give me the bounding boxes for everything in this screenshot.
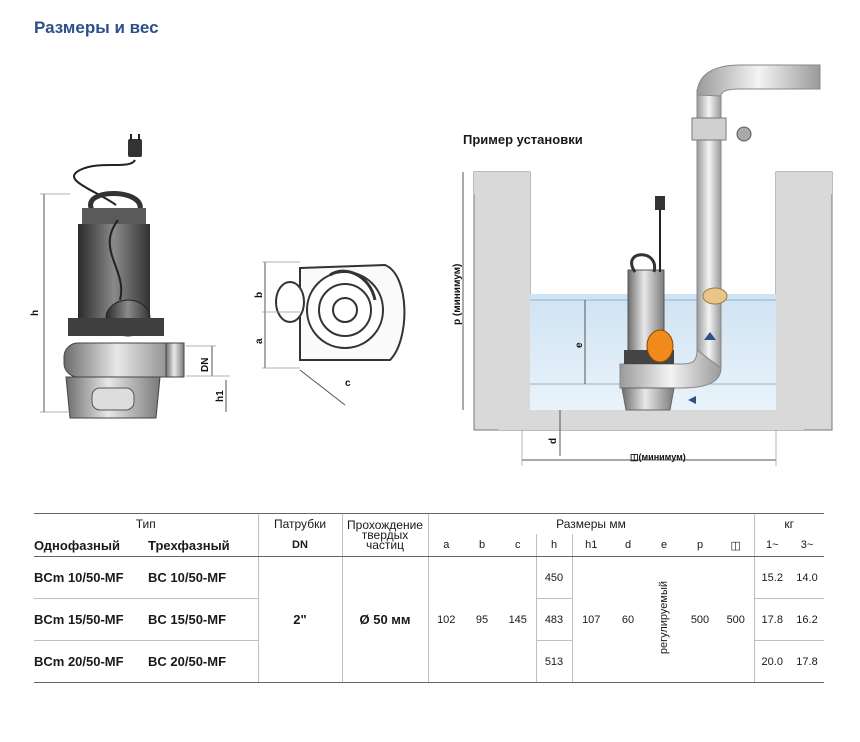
page-title: Размеры и вес <box>34 18 159 37</box>
pump-side-view <box>40 134 230 419</box>
model-single: BCm 15/50-MF <box>34 598 148 641</box>
cell-w3: 17.8 <box>790 640 824 683</box>
col-three-phase: Трехфазный <box>148 534 258 557</box>
technical-drawings <box>40 64 833 466</box>
col-h: h <box>535 534 572 557</box>
cell-e: регулируемый <box>646 556 682 683</box>
model-three: BC 10/50-MF <box>148 556 258 599</box>
col-w3: 3~ <box>790 534 824 557</box>
dim-a-label: a <box>254 338 265 344</box>
dim-square-label: ◫(минимум) <box>630 452 686 462</box>
cell-d: 60 <box>610 556 646 683</box>
dim-e-label: e <box>574 342 585 348</box>
table-row: BCm 10/50-MF BC 10/50-MF 2" Ø 50 мм 102 … <box>34 556 824 683</box>
table-row: BCm 15/50-MF BC 15/50-MF 483 17.8 16.2 <box>34 598 824 641</box>
installation-diagram <box>462 64 833 466</box>
model-three: BC 20/50-MF <box>148 640 258 683</box>
cell-w3: 16.2 <box>790 598 824 641</box>
model-single: BCm 20/50-MF <box>34 640 148 683</box>
col-nozzles: Патрубки <box>257 513 342 534</box>
col-square: ◫ <box>718 534 754 557</box>
col-passage: Прохождение твердых частиц <box>341 513 428 557</box>
col-weight: кг <box>753 513 824 534</box>
col-type: Тип <box>34 513 258 534</box>
cell-b: 95 <box>464 556 500 683</box>
col-h1: h1 <box>571 534 610 557</box>
dim-d-label: d <box>548 437 559 444</box>
col-d: d <box>610 534 646 557</box>
col-w1: 1~ <box>753 534 790 557</box>
table-row: BCm 20/50-MF BC 20/50-MF 513 20.0 17.8 <box>34 640 824 683</box>
cell-w1: 15.2 <box>753 556 790 599</box>
square-icon: ◫ <box>630 452 639 462</box>
dim-h-label: h <box>30 309 41 316</box>
cell-square: 500 <box>718 556 754 683</box>
col-p: p <box>682 534 718 557</box>
dim-c-label: c <box>345 378 351 389</box>
cell-h: 483 <box>535 598 572 641</box>
model-single: BCm 10/50-MF <box>34 556 148 599</box>
pump-top-view <box>262 261 406 406</box>
cell-dn: 2" <box>257 556 342 683</box>
dim-b-label: b <box>254 291 265 298</box>
cell-e-text: регулируемый <box>658 581 670 655</box>
cell-c: 145 <box>500 556 536 683</box>
model-three: BC 15/50-MF <box>148 598 258 641</box>
spec-table: Тип Патрубки Прохождение твердых частиц … <box>34 513 824 683</box>
cell-h: 450 <box>535 556 572 599</box>
dim-p-label: p (минимум) <box>452 263 463 325</box>
col-dn: DN <box>257 534 342 557</box>
cell-w1: 20.0 <box>753 640 790 683</box>
dim-h1-label: h1 <box>215 390 226 402</box>
cell-w1: 17.8 <box>753 598 790 641</box>
installation-title: Пример установки <box>463 132 583 147</box>
cell-passage: Ø 50 мм <box>341 556 428 683</box>
cell-w3: 14.0 <box>790 556 824 599</box>
col-a: a <box>427 534 464 557</box>
cell-p: 500 <box>682 556 718 683</box>
cell-h1: 107 <box>571 556 610 683</box>
col-dimensions: Размеры мм <box>427 513 754 534</box>
col-single-phase: Однофазный <box>34 534 148 557</box>
col-c: c <box>500 534 536 557</box>
col-b: b <box>464 534 500 557</box>
cell-a: 102 <box>427 556 464 683</box>
dim-dn-label: DN <box>200 357 211 372</box>
cell-h: 513 <box>535 640 572 683</box>
col-e: e <box>646 534 682 557</box>
